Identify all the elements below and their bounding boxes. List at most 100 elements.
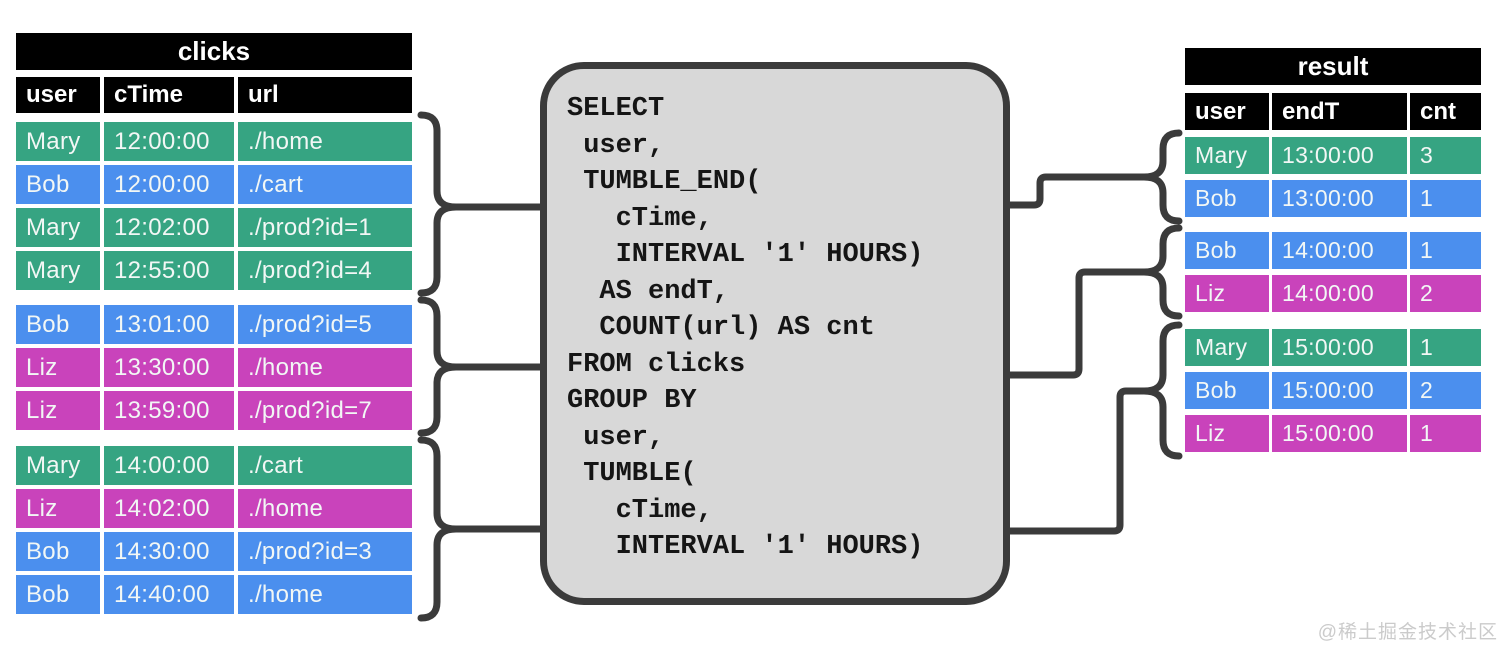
right-group2-brace xyxy=(1140,224,1183,320)
result-table-title: result xyxy=(1185,48,1481,85)
cell-cTime: 12:00:00 xyxy=(104,122,234,161)
right-group2-connector xyxy=(998,268,1151,379)
cell-cTime: 12:02:00 xyxy=(104,208,234,247)
cell-url: ./prod?id=7 xyxy=(238,391,412,430)
cell-cTime: 14:00:00 xyxy=(104,446,234,485)
sql-code: SELECT user, TUMBLE_END( cTime, INTERVAL… xyxy=(567,94,924,562)
cell-url: ./prod?id=4 xyxy=(238,251,412,290)
cell-user: Bob xyxy=(1185,232,1269,269)
cell-cnt: 2 xyxy=(1410,275,1481,312)
cell-user: Mary xyxy=(16,122,100,161)
cell-user: Liz xyxy=(16,348,100,387)
cell-cTime: 14:30:00 xyxy=(104,532,234,571)
cell-url: ./home xyxy=(238,489,412,528)
cell-url: ./home xyxy=(238,122,412,161)
cell-cnt: 3 xyxy=(1410,137,1481,174)
cell-cnt: 1 xyxy=(1410,415,1481,452)
cell-user: Liz xyxy=(16,489,100,528)
result-header-cnt: cnt xyxy=(1410,93,1481,130)
cell-user: Bob xyxy=(1185,180,1269,217)
cell-user: Bob xyxy=(16,165,100,204)
clicks-table-title: clicks xyxy=(16,33,412,70)
right-group1-connector xyxy=(998,173,1151,209)
cell-url: ./prod?id=3 xyxy=(238,532,412,571)
cell-user: Mary xyxy=(16,251,100,290)
cell-url: ./prod?id=1 xyxy=(238,208,412,247)
cell-cTime: 14:40:00 xyxy=(104,575,234,614)
cell-user: Bob xyxy=(16,305,100,344)
cell-endT: 14:00:00 xyxy=(1272,275,1407,312)
cell-cnt: 2 xyxy=(1410,372,1481,409)
cell-cTime: 13:59:00 xyxy=(104,391,234,430)
result-header-user: user xyxy=(1185,93,1269,130)
cell-cTime: 13:01:00 xyxy=(104,305,234,344)
result-table-header: user endT cnt xyxy=(1185,93,1481,130)
cell-user: Mary xyxy=(1185,329,1269,366)
cell-url: ./cart xyxy=(238,446,412,485)
left-group1-brace xyxy=(417,111,460,297)
cell-cTime: 14:02:00 xyxy=(104,489,234,528)
cell-endT: 14:00:00 xyxy=(1272,232,1407,269)
sql-query-box: SELECT user, TUMBLE_END( cTime, INTERVAL… xyxy=(540,62,1010,605)
cell-user: Bob xyxy=(16,532,100,571)
result-header-endt: endT xyxy=(1272,93,1407,130)
cell-user: Bob xyxy=(16,575,100,614)
clicks-header-url: url xyxy=(238,77,412,113)
cell-url: ./cart xyxy=(238,165,412,204)
watermark-text: @稀土掘金技术社区 xyxy=(1317,622,1498,643)
cell-cnt: 1 xyxy=(1410,180,1481,217)
right-group1-brace xyxy=(1140,129,1183,225)
cell-user: Bob xyxy=(1185,372,1269,409)
cell-endT: 13:00:00 xyxy=(1272,137,1407,174)
cell-user: Mary xyxy=(16,446,100,485)
cell-user: Liz xyxy=(1185,415,1269,452)
cell-endT: 15:00:00 xyxy=(1272,372,1407,409)
cell-user: Mary xyxy=(1185,137,1269,174)
cell-cTime: 12:00:00 xyxy=(104,165,234,204)
cell-endT: 15:00:00 xyxy=(1272,329,1407,366)
cell-cnt: 1 xyxy=(1410,329,1481,366)
cell-url: ./home xyxy=(238,575,412,614)
cell-endT: 15:00:00 xyxy=(1272,415,1407,452)
clicks-table-header: user cTime url xyxy=(16,77,412,113)
cell-user: Liz xyxy=(16,391,100,430)
clicks-header-ctime: cTime xyxy=(104,77,234,113)
cell-cnt: 1 xyxy=(1410,232,1481,269)
cell-cTime: 12:55:00 xyxy=(104,251,234,290)
cell-cTime: 13:30:00 xyxy=(104,348,234,387)
cell-endT: 13:00:00 xyxy=(1272,180,1407,217)
right-group3-connector xyxy=(998,387,1151,535)
cell-url: ./prod?id=5 xyxy=(238,305,412,344)
right-group3-brace xyxy=(1140,321,1183,460)
cell-url: ./home xyxy=(238,348,412,387)
